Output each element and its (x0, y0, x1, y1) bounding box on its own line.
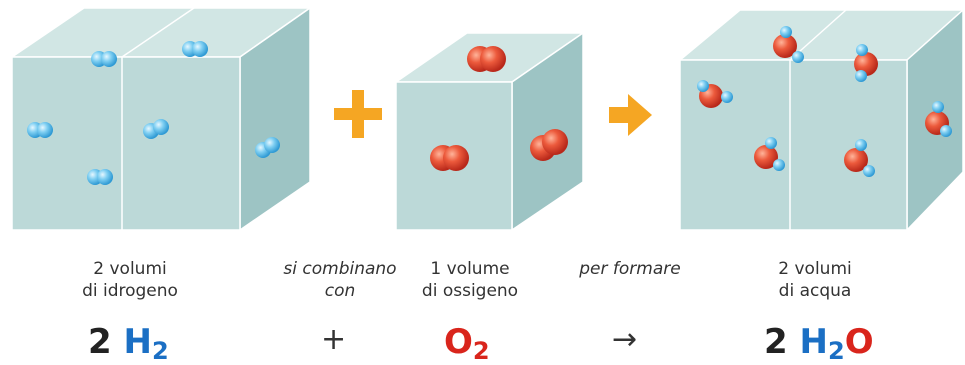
plus-sign: + (321, 322, 347, 357)
water-caption: 2 volumi di acqua (745, 258, 885, 302)
hydrogen-molecule (87, 169, 113, 185)
subscript: 2 (827, 337, 845, 365)
element-symbol-o: O (844, 322, 874, 362)
connector-line: con (324, 281, 356, 301)
volume-divider-top (121, 7, 195, 58)
hydrogen-caption: 2 volumi di idrogeno (60, 258, 200, 302)
water-formula: 2 H2O (764, 322, 874, 365)
combine-connector: si combinano con (270, 258, 410, 302)
element-symbol-h: H (799, 322, 828, 362)
water-molecule (754, 137, 785, 171)
element-symbol: H (123, 322, 152, 362)
orange-plus-icon (334, 90, 382, 138)
hydrogen-molecule (255, 137, 280, 158)
connector-line: si combinano (283, 259, 397, 279)
connector-line: per formare (579, 259, 681, 279)
caption-line: di idrogeno (82, 281, 178, 301)
water-molecule (844, 139, 875, 177)
oxygen-molecule (467, 46, 506, 72)
water-molecule (854, 44, 878, 82)
orange-arrow-icon (609, 94, 652, 136)
subscript: 2 (472, 337, 490, 365)
form-connector: per formare (560, 258, 700, 280)
box-front-face (11, 56, 241, 231)
reaction-illustration (9, 6, 965, 232)
caption-line: di acqua (778, 281, 852, 301)
coefficient: 2 (88, 322, 112, 362)
water-molecule (925, 101, 952, 137)
caption-line: 2 volumi (93, 259, 167, 279)
oxygen-molecule (530, 129, 568, 161)
caption-line: di ossigeno (421, 281, 519, 301)
water-molecule (697, 80, 733, 108)
hydrogen-molecule (91, 51, 117, 67)
caption-line: 1 volume (430, 259, 510, 279)
hydrogen-molecule (143, 119, 169, 139)
hydrogen-molecule (27, 122, 53, 138)
water-molecule (773, 26, 804, 63)
reaction-arrow: → (612, 322, 638, 357)
element-symbol: O (444, 322, 473, 362)
hydrogen-formula: 2 H2 (88, 322, 169, 365)
coefficient: 2 (764, 322, 788, 362)
oxygen-formula: O2 (444, 322, 490, 365)
water-volumes-box (677, 8, 965, 232)
oxygen-molecule (430, 145, 469, 171)
subscript: 2 (151, 337, 169, 365)
hydrogen-volumes-box (9, 6, 313, 232)
box-front-face (679, 59, 908, 231)
hydrogen-molecule (182, 41, 208, 57)
oxygen-caption: 1 volume di ossigeno (400, 258, 540, 302)
caption-line: 2 volumi (778, 259, 852, 279)
